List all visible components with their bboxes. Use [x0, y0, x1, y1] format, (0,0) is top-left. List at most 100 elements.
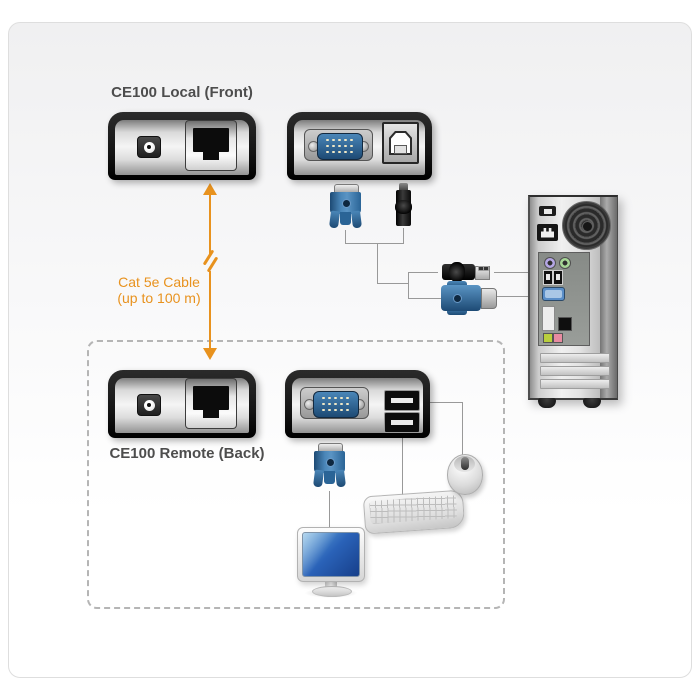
dc-power-jack [137, 136, 161, 158]
usb-tongue [391, 420, 413, 425]
usb-a-port-bottom [384, 412, 420, 433]
power-inlet-prongs [541, 227, 554, 238]
arrow-lower-segment [209, 271, 211, 348]
vga-pin [334, 402, 337, 406]
vga-pin [334, 396, 337, 400]
usb-to-tower-line [494, 272, 540, 273]
vga-connector-up [312, 443, 347, 493]
local-front-extender [108, 112, 256, 180]
vga-pin [328, 402, 331, 406]
vga-branch-line [408, 298, 441, 299]
vga-port-inner [545, 290, 562, 298]
local-back-extender [287, 112, 432, 180]
usb-connector-tip [399, 183, 408, 191]
arrow-head-down-icon [203, 348, 217, 360]
usb-branch-line [408, 272, 438, 273]
vga-pin [346, 396, 349, 400]
vga-connector-boot [340, 212, 351, 225]
usb-b-port [382, 122, 419, 164]
vga-pin [346, 408, 349, 412]
vga-pin [338, 138, 341, 142]
ps2-keyboard-port [559, 257, 571, 269]
vga-pin [332, 138, 335, 142]
computer-tower [528, 195, 618, 408]
io-panel [538, 252, 590, 346]
rj45-port [185, 378, 237, 429]
vga-pin [340, 396, 343, 400]
vga-thumbscrew [334, 469, 347, 488]
vga-to-tower-line [497, 296, 540, 297]
vga-pin [350, 150, 353, 154]
tower-vga-port [542, 287, 565, 301]
arrow-head-up-icon [203, 183, 217, 195]
monitor-stand [325, 578, 337, 589]
vga-pin [322, 402, 325, 406]
cable-label-line1: Cat 5e Cable [118, 274, 200, 290]
vga-thumbscrew [312, 469, 325, 488]
usb-connector-right [436, 262, 494, 282]
vga-connector-up [328, 184, 363, 234]
keyboard-line [402, 432, 403, 495]
cable-split-line [408, 272, 409, 299]
vga-pin [328, 408, 331, 412]
vga-connector-hole [342, 199, 351, 208]
tower-usb-port [553, 270, 563, 285]
vga-pin [350, 138, 353, 142]
usb-b-contact [394, 144, 407, 154]
tower-side-panel [600, 195, 618, 400]
vga-pin [340, 402, 343, 406]
rj45-notch [203, 152, 219, 160]
rj45-port [185, 120, 237, 171]
vga-pin [332, 150, 335, 154]
dvi-port [542, 306, 555, 331]
usb-contact-slot [483, 266, 489, 271]
dc-jack-pin [147, 403, 151, 407]
fan-grille-icon [562, 201, 611, 250]
mouse [447, 454, 483, 495]
vga-plug-tip [481, 288, 497, 309]
vga-pin [346, 402, 349, 406]
monitor-frame [297, 527, 365, 582]
rj45-notch [203, 410, 219, 418]
cat5e-cable-label: Cat 5e Cable (up to 100 m) [101, 274, 217, 306]
vga-pin [326, 144, 329, 148]
dc-power-jack [137, 394, 161, 416]
vga-pin [344, 144, 347, 148]
vga-port [300, 387, 369, 419]
vga-pin [340, 408, 343, 412]
fan-hub [582, 221, 593, 232]
vga-pin [350, 144, 353, 148]
vga-pins [325, 137, 355, 155]
mouse-drop-line [462, 402, 463, 455]
remote-unit-label: CE100 Remote (Back) [109, 445, 265, 462]
cable-label-line2: (up to 100 m) [117, 290, 201, 306]
vga-thumbscrew [350, 210, 363, 229]
vga-dsub [316, 132, 363, 160]
vga-pin [338, 144, 341, 148]
monitor [296, 526, 366, 598]
vga-connector-right [439, 281, 497, 315]
tower-usb-port [543, 270, 553, 285]
vga-pins [321, 395, 351, 413]
remote-back-extender [285, 370, 430, 438]
monitor-base [312, 586, 352, 597]
usb-connector-collar [449, 262, 465, 282]
vga-pin [326, 150, 329, 154]
vga-connector-hole [453, 294, 462, 303]
rj45-opening [193, 386, 229, 410]
vga-pin [344, 138, 347, 142]
usb-tongue [556, 274, 560, 280]
arrow-upper-segment [209, 194, 211, 255]
mouse-branch-line [419, 402, 463, 403]
vga-connector-hole [326, 458, 335, 467]
vga-pin [344, 150, 347, 154]
usb-tongue [391, 398, 413, 403]
usb-a-port-top [384, 390, 420, 411]
ps2-mouse-port [544, 257, 556, 269]
audio-out-jack [543, 333, 553, 343]
vga-port [304, 129, 373, 161]
expansion-slot [540, 366, 610, 376]
ethernet-port [558, 317, 572, 331]
vga-pin [338, 150, 341, 154]
expansion-slot [540, 353, 610, 363]
